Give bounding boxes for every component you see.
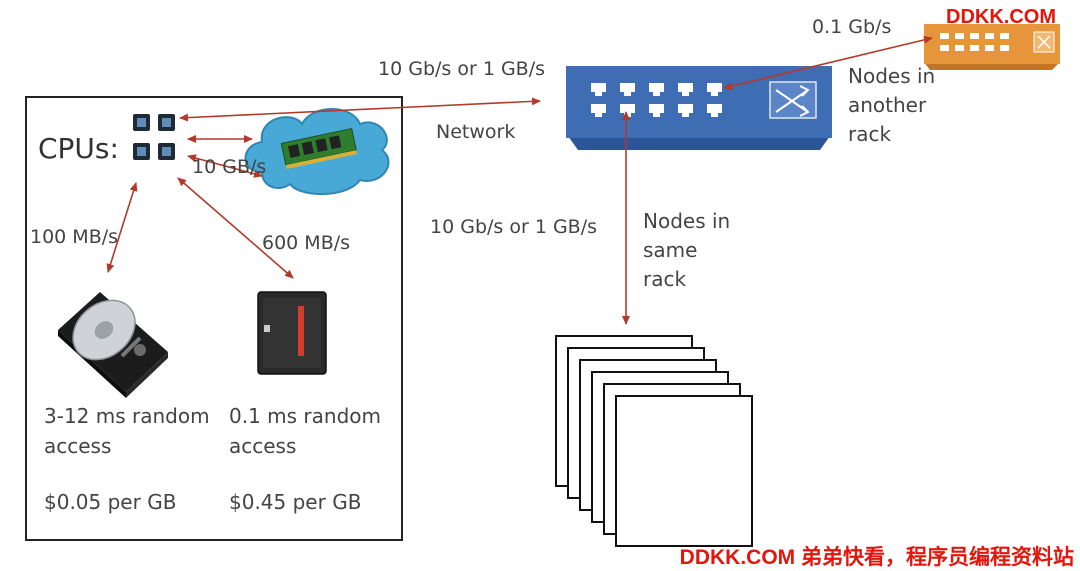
other-rack-line3: rack xyxy=(848,122,892,146)
ssd-icon xyxy=(257,291,327,375)
watermark-bottom: DDKK.COM 弟弟快看，程序员编程资料站 xyxy=(679,546,1074,569)
server-stack-icon xyxy=(555,335,753,547)
same-rack-line1: Nodes in xyxy=(643,209,731,233)
cpu-ssd-arrow xyxy=(177,177,294,279)
other-rack-line2: another xyxy=(848,93,927,117)
cpus-label: CPUs: xyxy=(38,132,119,165)
node-link-bandwidth-label: 10 Gb/s or 1 GB/s xyxy=(378,58,546,80)
ram-module-icon xyxy=(280,127,358,169)
cpu-chip-icon xyxy=(133,114,175,160)
other-rack-bandwidth-label: 0.1 Gb/s xyxy=(812,16,892,38)
same-rack-line3: rack xyxy=(643,267,687,291)
hdd-latency-line1: 3-12 ms random xyxy=(44,404,210,428)
watermark-top: DDKK.COM xyxy=(946,6,1056,28)
cpu-hdd-arrow xyxy=(106,182,138,273)
cpu-network-arrow xyxy=(179,97,541,122)
cpu-ram-arrow-2 xyxy=(187,154,263,178)
switch-remote-arrow xyxy=(723,35,933,91)
ssd-latency-line2: access xyxy=(229,434,297,458)
hdd-price: $0.05 per GB xyxy=(44,490,177,514)
network-switch-icon xyxy=(566,66,832,150)
network-label: Network xyxy=(436,121,516,143)
same-rack-line2: same xyxy=(643,238,698,262)
other-rack-line1: Nodes in xyxy=(848,64,936,88)
rack-link-bandwidth-label: 10 Gb/s or 1 GB/s xyxy=(430,216,598,238)
hard-disk-icon xyxy=(58,292,168,398)
ssd-price: $0.45 per GB xyxy=(229,490,362,514)
node-box xyxy=(25,96,403,541)
hdd-bandwidth-label: 100 MB/s xyxy=(30,226,119,248)
hdd-latency-line2: access xyxy=(44,434,112,458)
ram-bandwidth-label: 10 GB/s xyxy=(192,156,267,178)
ssd-latency-line1: 0.1 ms random xyxy=(229,404,381,428)
ssd-bandwidth-label: 600 MB/s xyxy=(262,232,351,254)
remote-switch-icon xyxy=(924,24,1060,70)
